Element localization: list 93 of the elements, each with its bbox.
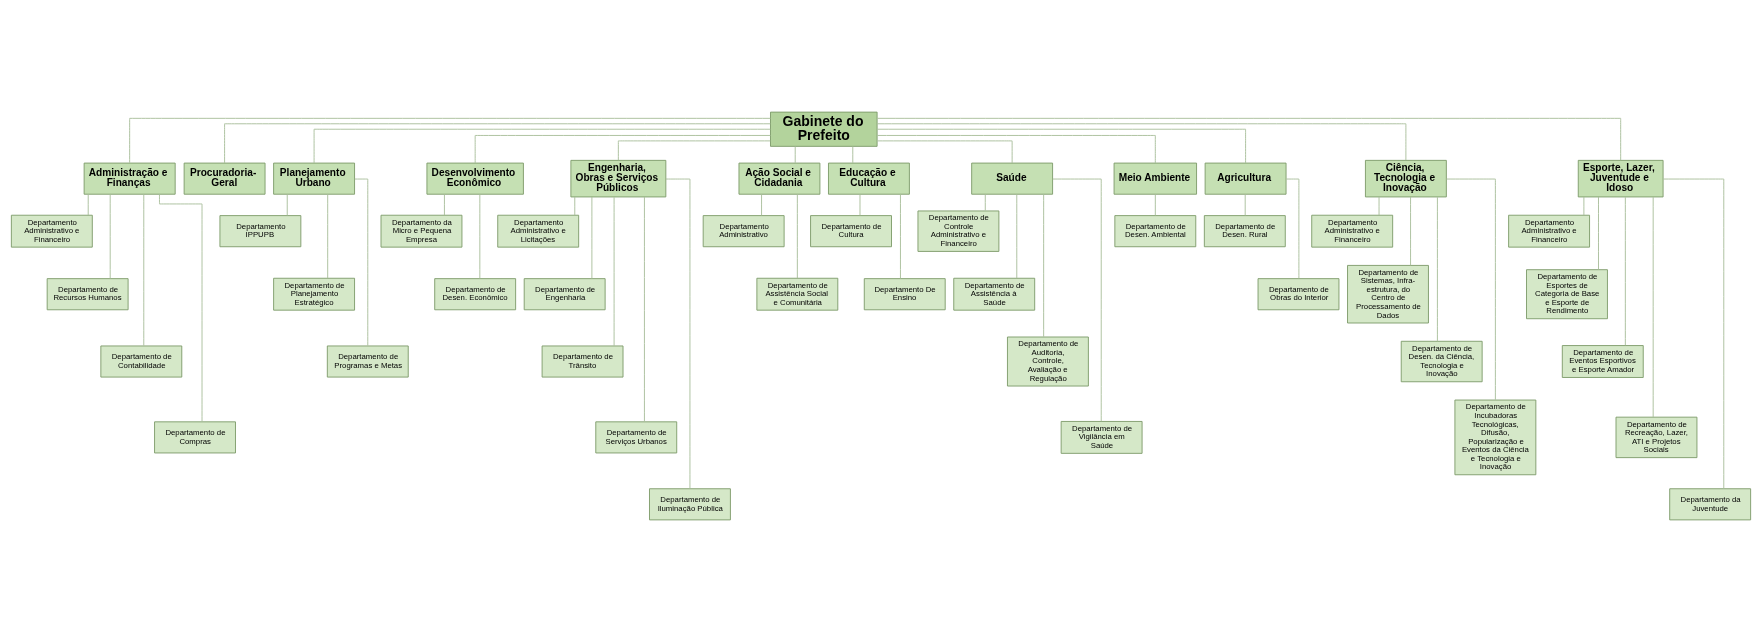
connector (574, 196, 576, 216)
connector (129, 117, 771, 163)
connector (443, 193, 445, 216)
connector (1043, 193, 1045, 337)
node-box: Administração e Finanças (83, 162, 176, 195)
node-box: Departamento de Recursos Humanos (46, 277, 129, 310)
node-box: Departamento De Ensino (863, 277, 946, 310)
node-box: Departamento Administrativo (702, 214, 785, 247)
connector (1378, 196, 1380, 216)
connector (876, 122, 1407, 161)
connector (327, 193, 329, 279)
connector (900, 193, 901, 279)
connector (643, 196, 645, 422)
connector (852, 145, 854, 163)
connector (1154, 193, 1156, 216)
connector (1052, 178, 1102, 422)
connector (1244, 193, 1246, 216)
connector (479, 193, 481, 279)
node-box: Planejamento Urbano (273, 162, 355, 195)
node-box: Departamento de Trânsito (541, 345, 624, 378)
connector (876, 134, 1156, 163)
connector (159, 193, 203, 422)
node-box: Educação e Cultura (828, 162, 910, 195)
connector (1446, 178, 1496, 400)
node-box: Departamento de Assistência Social e Comunitária (756, 277, 839, 311)
connector (794, 145, 796, 163)
node-box: Departamento IPPUPB (219, 214, 302, 247)
connector (224, 122, 771, 164)
node-box: Departamento de Desen. Econômico (434, 277, 517, 310)
node-box: Departamento de Planejamento Estratégico (273, 277, 355, 311)
connector (1624, 196, 1626, 346)
node-box: Departamento de Sistemas, Infra-estrutura, do Centro de Processamento de Dados (1347, 264, 1429, 323)
connector (876, 128, 1247, 163)
connector (1410, 196, 1412, 266)
connector (1016, 193, 1018, 279)
node-box: Departamento de Auditoria, Controle, Avaliação e Regulação (1007, 336, 1089, 386)
node-box: Departamento de Eventos Esportivos e Esporte Amador (1561, 344, 1644, 378)
connector (876, 117, 1622, 161)
connector (761, 193, 762, 216)
connector (591, 196, 593, 279)
connector (286, 193, 288, 216)
connector (665, 178, 691, 489)
connector (1662, 178, 1725, 489)
connector (796, 193, 798, 279)
node-box: Ciência, Tecnologia e Inovação (1364, 159, 1447, 197)
connector (617, 139, 771, 161)
node-box: Esporte, Lazer, Juventude e Idoso (1577, 159, 1664, 197)
node-box: Departamento de Desen. Ambiental (1114, 214, 1197, 247)
node-box: Departamento de Serviços Urbanos (595, 420, 678, 453)
connector (1285, 178, 1300, 279)
node-box: Engenharia, Obras e Serviços Públicos (570, 159, 667, 197)
node-box: Departamento de Engenharia (523, 277, 606, 310)
node-box: Departamento Administrativo e Financeiro (1311, 214, 1394, 248)
node-box: Departamento de Contabilidade (100, 345, 183, 378)
connector (1583, 196, 1585, 216)
node-box: Procuradoria-Geral (183, 162, 266, 195)
node-box: Departamento Administrativo e Financeiro (1508, 214, 1590, 248)
connector (354, 178, 369, 346)
node-box: Departamento de Programas e Metas (326, 345, 409, 378)
connector (87, 193, 89, 216)
connector (859, 193, 861, 216)
node-box: Gabinete do Prefeito (770, 111, 878, 147)
node-box: Departamento Administrativo e Licitações (497, 214, 580, 248)
node-box: Departamento de Vigilância em Saúde (1060, 420, 1143, 454)
node-box: Ação Social e Cidadania (738, 162, 821, 195)
connector (984, 193, 986, 211)
node-box: Departamento da Micro e Pequena Empresa (380, 214, 463, 248)
node-box: Departamento da Juventude (1669, 487, 1752, 520)
connector (109, 193, 111, 279)
connector (613, 196, 615, 346)
node-box: Departamento de Desen. da Ciência, Tecnologia e Inovação (1400, 340, 1483, 382)
node-box: Departamento de Recreação, Lazer, ATI e Projetos Sociais (1615, 416, 1698, 458)
connector (474, 134, 771, 163)
connector (143, 193, 145, 346)
node-box: Departamento de Iluminação Pública (649, 487, 731, 520)
node-box: Departamento de Obras do Interior (1257, 277, 1340, 310)
connector (1436, 196, 1438, 342)
node-box: Departamento de Esportes de Categoria de Base e Esporte de Rendimento (1526, 268, 1608, 319)
node-box: Departamento de Assistência à Saúde (953, 277, 1036, 311)
node-box: Saúde (971, 162, 1054, 195)
connector (1598, 196, 1599, 270)
node-box: Agricultura (1204, 162, 1287, 195)
node-box: Departamento de Compras (154, 420, 236, 453)
node-box: Departamento de Cultura (810, 214, 892, 247)
node-box: Desenvolvimento Econômico (426, 162, 524, 195)
node-box: Meio Ambiente (1113, 162, 1198, 195)
node-box: Departamento de Desen. Rural (1203, 214, 1286, 247)
connector (876, 139, 1013, 164)
connector (313, 128, 771, 163)
node-box: Departamento de Controle Administrativo e Financeiro (917, 209, 1000, 252)
connector (1652, 196, 1654, 418)
node-box: Departamento de Incubadoras Tecnológicas, Difusão, Popularização e Eventos da Ciência e Tecnologia e Inovação (1454, 399, 1537, 475)
node-box: Departamento Administrativo e Financeiro (10, 214, 93, 248)
